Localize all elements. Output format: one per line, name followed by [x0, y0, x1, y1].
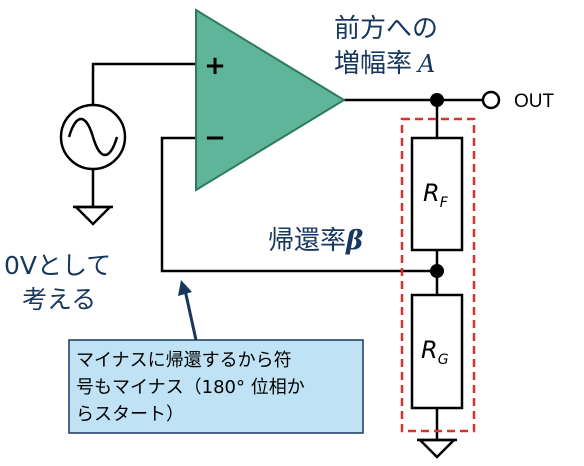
- resistor-rf: RF: [410, 136, 464, 252]
- wire-source-to-plus-input: [91, 62, 196, 105]
- ac-source: [59, 103, 127, 171]
- rg-label-main: R: [421, 336, 438, 364]
- feedback-network-box: [400, 117, 476, 433]
- callout-line1: マイナスに帰還するから符: [76, 350, 292, 371]
- ground-icon: [72, 205, 114, 226]
- ground-icon: [416, 438, 458, 459]
- ground-note-line1: 0Vとして: [4, 251, 111, 280]
- op-amp: + −: [195, 8, 346, 192]
- sine-wave-icon: [67, 117, 119, 157]
- minus-input-sign: −: [204, 123, 226, 153]
- callout-line3: らスタート）: [76, 404, 184, 425]
- gain-symbol: A: [416, 50, 435, 78]
- rg-label-sub: G: [438, 352, 449, 368]
- feedback-junction-dot: [430, 264, 444, 278]
- rf-label-sub: F: [440, 195, 449, 211]
- gain-label-line1: 前方への: [334, 14, 438, 44]
- feedback-ratio-label: 帰還率β: [268, 226, 363, 256]
- output-terminal: [481, 90, 501, 110]
- resistor-rg: RG: [410, 293, 464, 410]
- svg-text:RF: RF: [423, 179, 449, 211]
- callout-box: マイナスに帰還するから符 号もマイナス（180° 位相か らスタート）: [68, 339, 364, 434]
- wire-minus-feedback-loop: [160, 136, 437, 273]
- plus-input-sign: +: [204, 51, 226, 81]
- callout-arrow: [178, 280, 198, 341]
- callout-line2: 号もマイナス（180° 位相か: [76, 377, 305, 398]
- op-amp-triangle: [195, 8, 346, 192]
- output-label: OUT: [514, 91, 555, 112]
- rf-label-main: R: [423, 179, 440, 207]
- wires: [91, 62, 483, 440]
- svg-text:RG: RG: [421, 336, 449, 368]
- output-node-dot: [430, 93, 444, 107]
- ground-note-line2: 考える: [22, 285, 96, 314]
- feedback-beta-symbol: β: [345, 226, 363, 256]
